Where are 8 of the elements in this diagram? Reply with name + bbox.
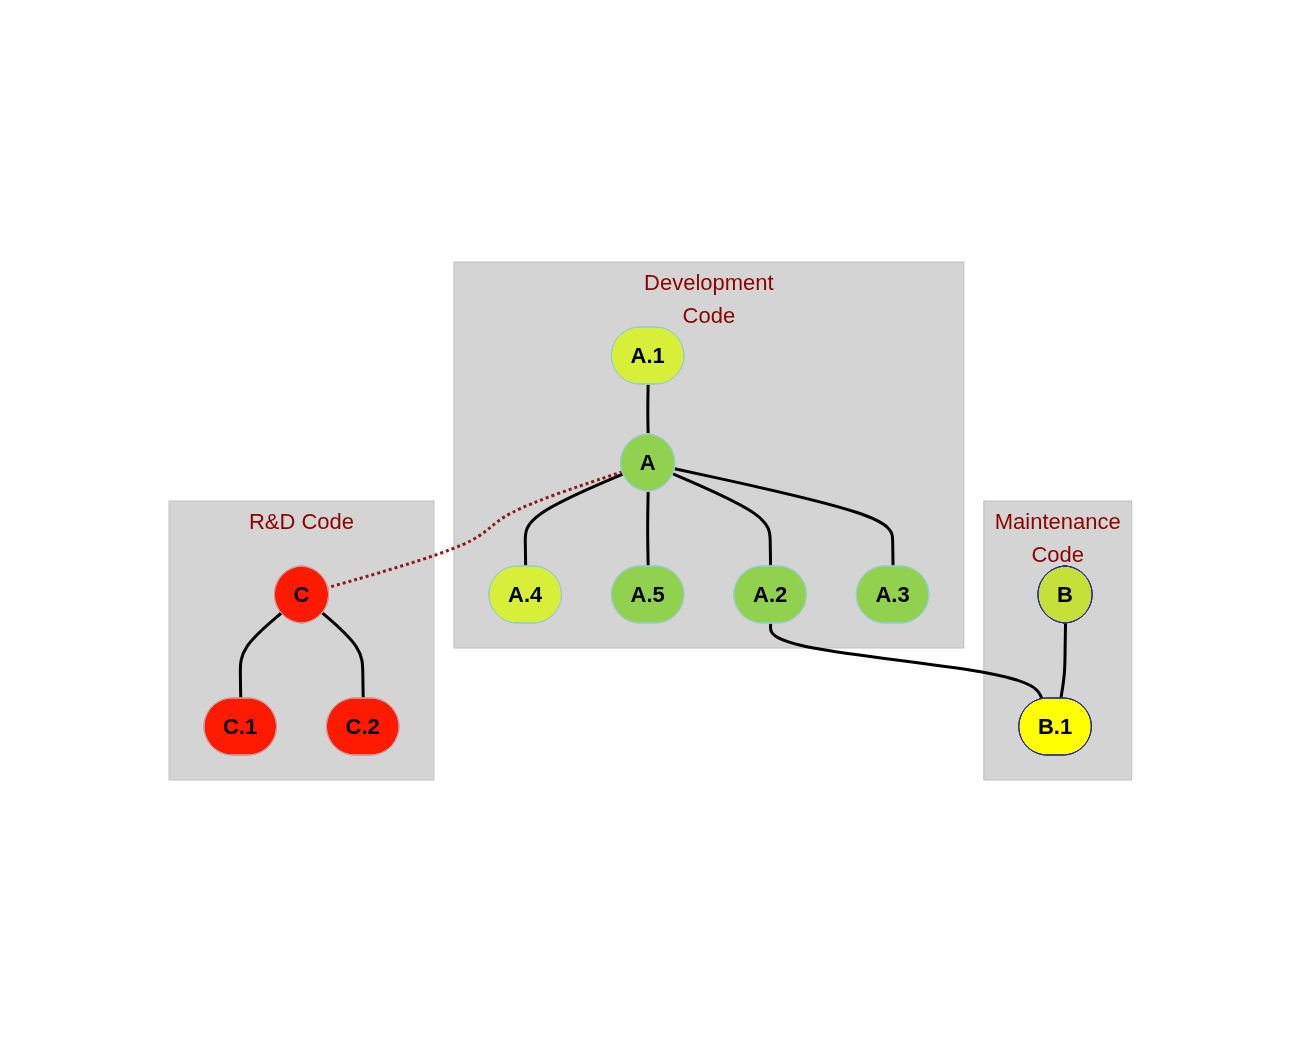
connector: [321, 611, 365, 699]
connector: [646, 384, 650, 435]
connector: [672, 472, 773, 567]
connector: [523, 472, 624, 567]
connector: [674, 467, 895, 567]
connector: [646, 491, 650, 567]
connector: [238, 611, 283, 699]
connector: [1059, 623, 1068, 699]
